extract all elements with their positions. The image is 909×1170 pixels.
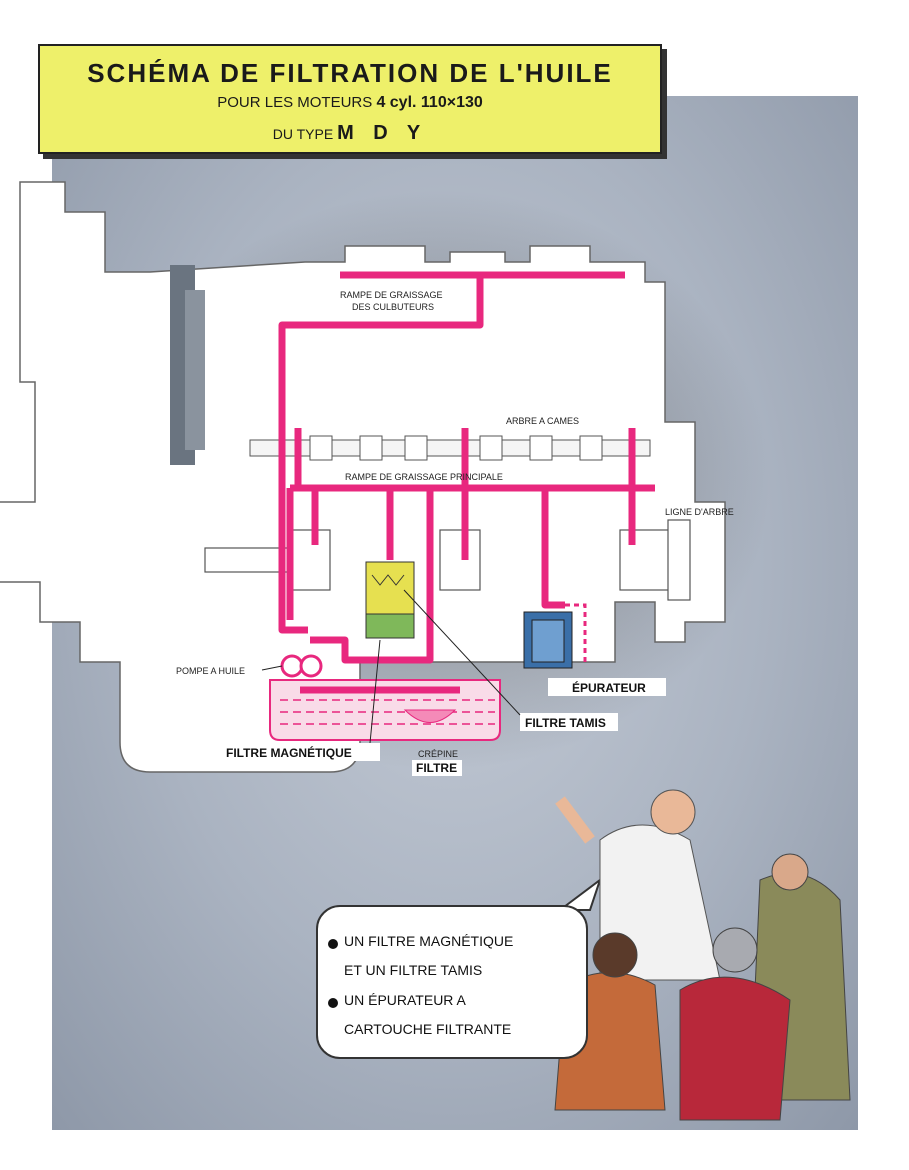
label-crepine: CRÉPINE <box>418 749 458 759</box>
camshaft <box>249 435 651 461</box>
label-filtre-magnetique: FILTRE MAGNÉTIQUE <box>226 745 352 760</box>
bullet-dot-2 <box>328 998 338 1008</box>
title-box: SCHÉMA DE FILTRATION DE L'HUILE POUR LES… <box>38 44 662 154</box>
label-rampe-principale: RAMPE DE GRAISSAGE PRINCIPALE <box>345 472 503 482</box>
label-pompe: POMPE A HUILE <box>176 666 245 676</box>
epurateur-label-box <box>548 678 666 696</box>
title-line-2-bold: 4 cyl. 110×130 <box>376 94 483 111</box>
bubble-line-3: UN ÉPURATEUR A <box>344 992 466 1008</box>
title-line-1: SCHÉMA DE FILTRATION DE L'HUILE <box>87 58 613 88</box>
title-line-3: DU TYPE M D Y <box>40 122 660 145</box>
bubble-line-4: CARTOUCHE FILTRANTE <box>344 1021 512 1037</box>
bullet-dot-1 <box>328 939 338 949</box>
bubble-line-2: ET UN FILTRE TAMIS <box>344 962 483 978</box>
purifier-drain <box>565 603 587 665</box>
title-line-3-bold: M D Y <box>337 122 428 144</box>
oil-sump <box>269 679 501 741</box>
magnetic-filter <box>365 561 415 639</box>
flywheel <box>170 265 205 465</box>
label-ligne-arbre: LIGNE D'ARBRE <box>665 507 734 517</box>
oil-pump <box>280 654 323 678</box>
magnetique-label-box <box>220 743 380 761</box>
filtre-label-box <box>412 760 462 776</box>
tamis-label-box <box>520 713 618 731</box>
speech-bubble: UN FILTRE MAGNÉTIQUE ET UN FILTRE TAMIS … <box>316 905 588 1059</box>
strainer <box>403 709 457 723</box>
people-illustration <box>554 789 851 1121</box>
label-arbre-cames: ARBRE A CAMES <box>506 416 579 426</box>
label-filtre-tamis: FILTRE TAMIS <box>525 716 606 730</box>
label-epurateur: ÉPURATEUR <box>572 680 646 695</box>
pompe-label-box <box>170 662 266 678</box>
label-rampe-culbuteurs-2: DES CULBUTEURS <box>352 302 434 312</box>
purifier <box>523 611 573 669</box>
oil-level-lines <box>280 699 495 725</box>
bubble-line-1: UN FILTRE MAGNÉTIQUE <box>344 933 514 949</box>
title-line-3-prefix: DU TYPE <box>272 126 334 142</box>
label-filtre: FILTRE <box>416 761 457 775</box>
title-line-2-prefix: POUR LES MOTEURS <box>217 94 373 111</box>
label-rampe-culbuteurs-1: RAMPE DE GRAISSAGE <box>340 290 443 300</box>
oil-lines <box>278 271 655 694</box>
leader-lines <box>261 589 521 744</box>
title-line-2: POUR LES MOTEURS 4 cyl. 110×130 <box>40 94 660 112</box>
crankshaft <box>204 519 691 601</box>
